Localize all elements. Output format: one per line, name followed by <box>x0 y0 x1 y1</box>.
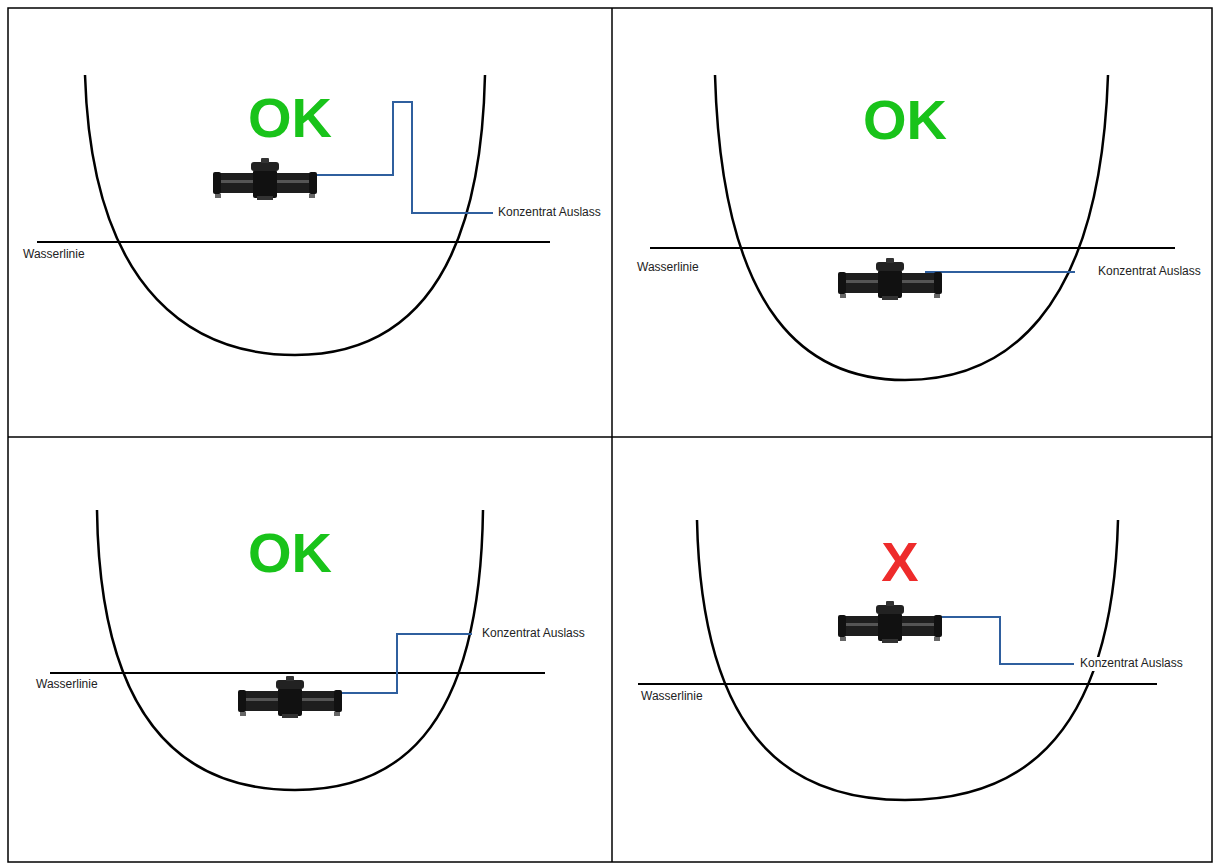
frame <box>8 8 1212 862</box>
waterline-label: Wasserlinie <box>22 248 86 262</box>
outlet-label: Konzentrat Auslass <box>481 627 586 641</box>
outlet-label: Konzentrat Auslass <box>1097 265 1202 279</box>
status-mark: X <box>880 530 919 594</box>
waterline <box>37 242 1175 684</box>
waterline-label: Wasserlinie <box>35 678 99 692</box>
status-mark: OK <box>247 86 333 150</box>
outlet-label: Konzentrat Auslass <box>497 206 602 220</box>
waterline-label: Wasserlinie <box>636 261 700 275</box>
waterline-label: Wasserlinie <box>640 690 704 704</box>
status-mark: OK <box>247 521 333 585</box>
outlet-label: Konzentrat Auslass <box>1079 657 1184 671</box>
hull-outline <box>85 75 1118 800</box>
status-mark: OK <box>862 88 948 152</box>
concentrate-pipe <box>300 102 1075 693</box>
